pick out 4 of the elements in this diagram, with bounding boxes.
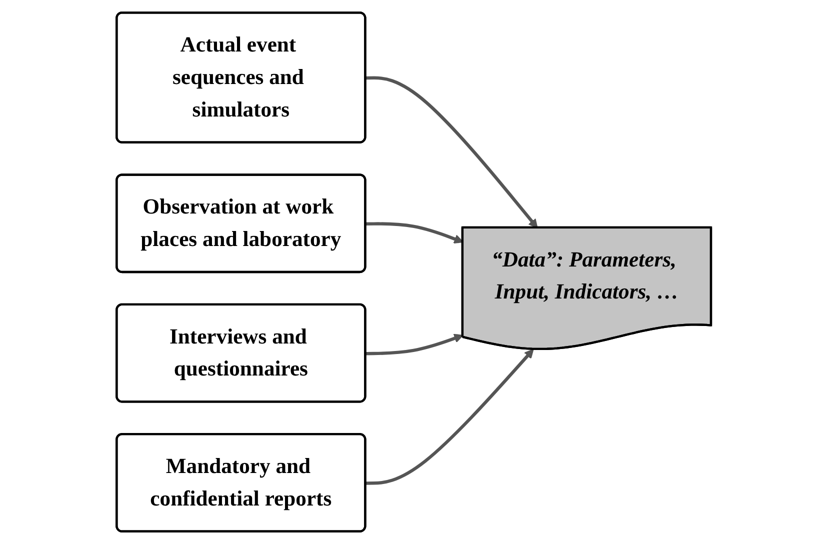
- arrow: [366, 222, 464, 244]
- arrow: [366, 334, 464, 356]
- arrow: [366, 76, 538, 228]
- arrow: [366, 348, 534, 485]
